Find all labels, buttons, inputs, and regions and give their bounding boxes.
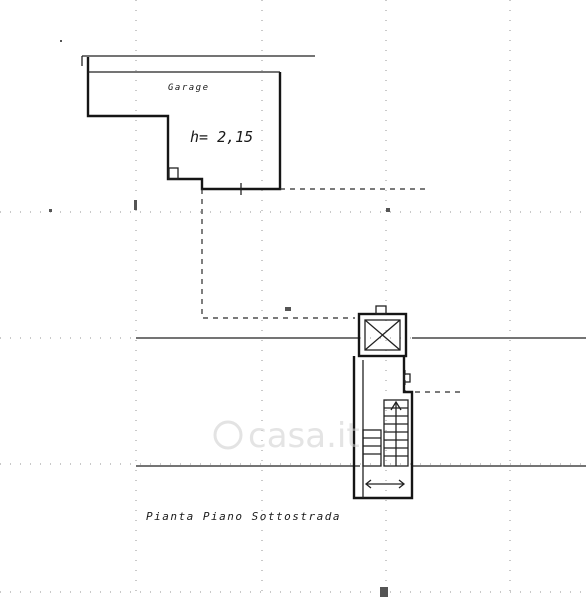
stairwell [352, 356, 414, 500]
reference-lines [136, 337, 586, 467]
ceiling-height-label: h= 2,15 [190, 128, 253, 146]
scan-noise [49, 40, 390, 597]
drawing-caption: Pianta Piano Sottostrada [146, 510, 341, 523]
room-label-garage: Garage [168, 83, 210, 93]
watermark-text: casa.it [248, 416, 360, 456]
watermark-logo-icon [213, 420, 243, 450]
elevator-shaft [357, 305, 408, 358]
watermark: casa.it [213, 416, 360, 456]
building-outline-dashed [201, 188, 460, 393]
garage-room [81, 55, 315, 195]
